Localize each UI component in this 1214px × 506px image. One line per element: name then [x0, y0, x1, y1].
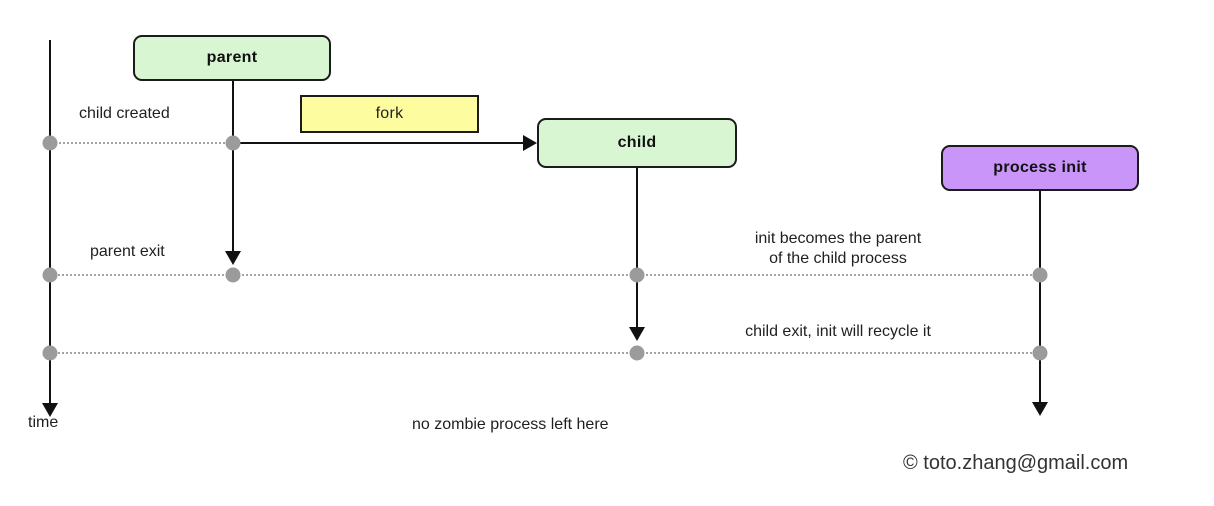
time-axis-line	[49, 40, 51, 404]
fork-call-label: fork	[375, 105, 404, 122]
init-becomes-parent-line1: init becomes the parent	[754, 230, 922, 247]
child-process-label: child	[617, 134, 657, 151]
parent-exit-arrowhead-icon	[225, 251, 241, 265]
node-parent-fork	[225, 135, 241, 151]
node-init-recycles	[1032, 345, 1048, 361]
child-created-label: child created	[79, 105, 170, 122]
child-lifeline	[636, 168, 638, 327]
event-row-child-exit	[50, 352, 1040, 354]
init-becomes-parent-label: init becomes the parent of the child pro…	[698, 229, 978, 269]
parent-process-box: parent	[133, 35, 331, 81]
parent-exit-label: parent exit	[90, 243, 165, 260]
no-zombie-label: no zombie process left here	[412, 416, 609, 433]
parent-process-label: parent	[206, 49, 258, 66]
node-time-parent-exit	[42, 267, 58, 283]
node-child-reparented	[629, 267, 645, 283]
child-exit-label: child exit, init will recycle it	[745, 323, 931, 340]
init-process-box: process init	[941, 145, 1139, 191]
node-init-adopts	[1032, 267, 1048, 283]
init-lifeline	[1039, 191, 1041, 402]
init-becomes-parent-line2: of the child process	[769, 250, 907, 267]
time-axis-arrowhead-icon	[42, 403, 58, 417]
parent-lifeline	[232, 81, 234, 251]
node-time-child-exit	[42, 345, 58, 361]
time-axis-label: time	[28, 414, 59, 431]
event-row-child-created	[50, 142, 233, 144]
node-parent-exit	[225, 267, 241, 283]
init-process-label: process init	[993, 159, 1087, 176]
event-row-parent-exit	[50, 274, 1040, 276]
child-exit-arrowhead-icon	[629, 327, 645, 341]
init-lifeline-arrowhead-icon	[1032, 402, 1048, 416]
node-time-child-created	[42, 135, 58, 151]
copyright-label: © toto.zhang@gmail.com	[903, 452, 1129, 474]
fork-arrowhead-icon	[523, 135, 537, 151]
fork-call-box: fork	[300, 95, 479, 133]
child-process-box: child	[537, 118, 737, 168]
fork-arrow-line	[233, 142, 524, 144]
node-child-exit	[629, 345, 645, 361]
